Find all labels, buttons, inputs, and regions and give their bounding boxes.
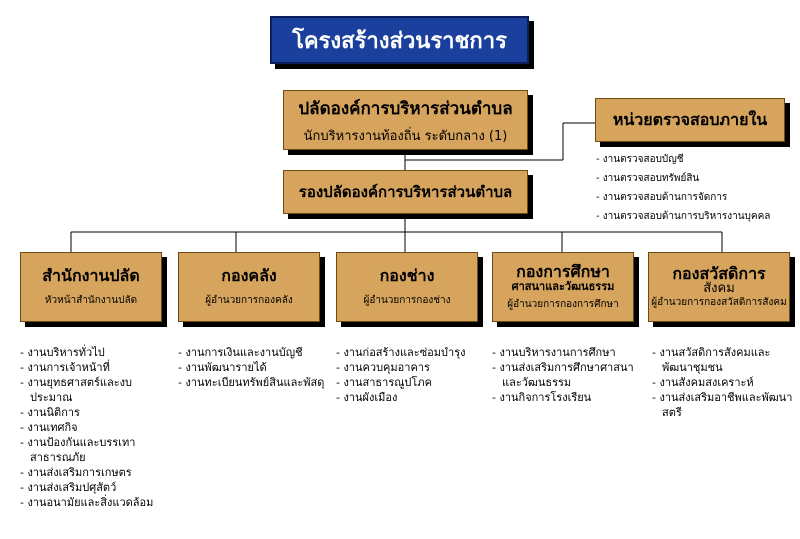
division-head: ผู้อำนวยการกองการศึกษา bbox=[507, 299, 619, 310]
node-deputy-administrator: รองปลัดองค์การบริหารส่วนตำบล bbox=[283, 170, 528, 214]
node-division-engineering: กองช่าง ผู้อำนวยการกองช่าง bbox=[336, 252, 478, 322]
division-head: ผู้อำนวยการกองสวัสดิการสังคม bbox=[651, 297, 787, 308]
list-item: - งานควบคุมอาคาร bbox=[336, 361, 430, 374]
list-item: - งานบริหารงานการศึกษา bbox=[492, 346, 616, 359]
node-division-education: กองการศึกษา ศาสนาและวัฒนธรรม ผู้อำนวยการ… bbox=[492, 252, 634, 322]
node-division-office: สำนักงานปลัด หัวหน้าสำนักงานปลัด bbox=[20, 252, 162, 322]
list-item: - งานการเจ้าหน้าที่ bbox=[20, 361, 110, 374]
list-item: - งานกิจการโรงเรียน bbox=[492, 391, 592, 404]
division-office-task-list: - งานบริหารทั่วไป - งานการเจ้าหน้าที่ - … bbox=[20, 345, 172, 510]
list-item: - งานส่งเสริมอาชีพและพัฒนาสตรี bbox=[652, 391, 793, 419]
division-head: หัวหน้าสำนักงานปลัด bbox=[44, 295, 138, 306]
division-head: ผู้อำนวยการกองคลัง bbox=[205, 295, 293, 306]
list-item: - งานนิติการ bbox=[20, 406, 80, 419]
list-item: - งานตรวจสอบด้านการบริหารงานบุคคล bbox=[596, 211, 771, 222]
list-item: - งานตรวจสอบด้านการจัดการ bbox=[596, 192, 728, 203]
chart-title-text: โครงสร้างส่วนราชการ bbox=[292, 28, 507, 54]
division-name: กองสวัสดิการ bbox=[672, 264, 766, 283]
list-item: - งานก่อสร้างและซ่อมบำรุง bbox=[336, 346, 466, 359]
list-item: - งานส่งเสริมการเกษตร bbox=[20, 466, 132, 479]
division-social-welfare-task-list: - งานสวัสดิการสังคมและพัฒนาชุมชน - งานสั… bbox=[652, 345, 797, 420]
division-education-task-list: - งานบริหารงานการศึกษา - งานส่งเสริมการศ… bbox=[492, 345, 644, 405]
division-name-line2: ศาสนาและวัฒนธรรม bbox=[511, 280, 615, 293]
node-division-social-welfare: กองสวัสดิการ สังคม ผู้อำนวยการกองสวัสดิก… bbox=[648, 252, 790, 322]
node-chief-administrator-name: ปลัดองค์การบริหารส่วนตำบล bbox=[298, 98, 513, 119]
node-division-finance: กองคลัง ผู้อำนวยการกองคลัง bbox=[178, 252, 320, 322]
division-name: กองการศึกษา bbox=[516, 262, 610, 281]
node-deputy-administrator-name: รองปลัดองค์การบริหารส่วนตำบล bbox=[298, 183, 513, 201]
list-item: - งานสังคมสงเคราะห์ bbox=[652, 376, 754, 389]
internal-audit-task-list: - งานตรวจสอบบัญชี - งานตรวจสอบทรัพย์สิน … bbox=[596, 150, 796, 226]
node-chief-administrator: ปลัดองค์การบริหารส่วนตำบล นักบริหารงานท้… bbox=[283, 90, 528, 150]
list-item: - งานส่งเสริมการศึกษาศาสนาและวัฒนธรรม bbox=[492, 361, 634, 389]
chart-title: โครงสร้างส่วนราชการ bbox=[270, 16, 529, 64]
division-name-line2: สังคม bbox=[703, 281, 735, 296]
division-finance-task-list: - งานการเงินและงานบัญชี - งานพัฒนารายได้… bbox=[178, 345, 330, 390]
division-name: กองช่าง bbox=[379, 266, 435, 285]
list-item: - งานตรวจสอบบัญชี bbox=[596, 154, 684, 165]
list-item: - งานสวัสดิการสังคมและพัฒนาชุมชน bbox=[652, 346, 771, 374]
list-item: - งานป้องกันและบรรเทาสาธารณภัย bbox=[20, 436, 136, 464]
division-head: ผู้อำนวยการกองช่าง bbox=[363, 295, 451, 306]
division-name: สำนักงานปลัด bbox=[42, 266, 140, 285]
list-item: - งานตรวจสอบทรัพย์สิน bbox=[596, 173, 700, 184]
list-item: - งานการเงินและงานบัญชี bbox=[178, 346, 303, 359]
list-item: - งานบริหารทั่วไป bbox=[20, 346, 105, 359]
node-internal-audit: หน่วยตรวจสอบภายใน bbox=[595, 98, 785, 142]
node-chief-administrator-position: นักบริหารงานท้องถิ่น ระดับกลาง (1) bbox=[303, 128, 508, 144]
list-item: - งานสาธารณูปโภค bbox=[336, 376, 432, 389]
node-internal-audit-name: หน่วยตรวจสอบภายใน bbox=[612, 109, 768, 129]
division-engineering-task-list: - งานก่อสร้างและซ่อมบำรุง - งานควบคุมอาค… bbox=[336, 345, 488, 405]
division-name: กองคลัง bbox=[221, 266, 277, 285]
list-item: - งานเทศกิจ bbox=[20, 421, 78, 434]
list-item: - งานผังเมือง bbox=[336, 391, 398, 404]
list-item: - งานยุทธศาสตร์และงบประมาณ bbox=[20, 376, 132, 404]
list-item: - งานทะเบียนทรัพย์สินและพัสดุ bbox=[178, 376, 325, 389]
list-item: - งานอนามัยและสิ่งแวดล้อม bbox=[20, 496, 154, 509]
list-item: - งานพัฒนารายได้ bbox=[178, 361, 267, 374]
list-item: - งานส่งเสริมปศุสัตว์ bbox=[20, 481, 117, 494]
